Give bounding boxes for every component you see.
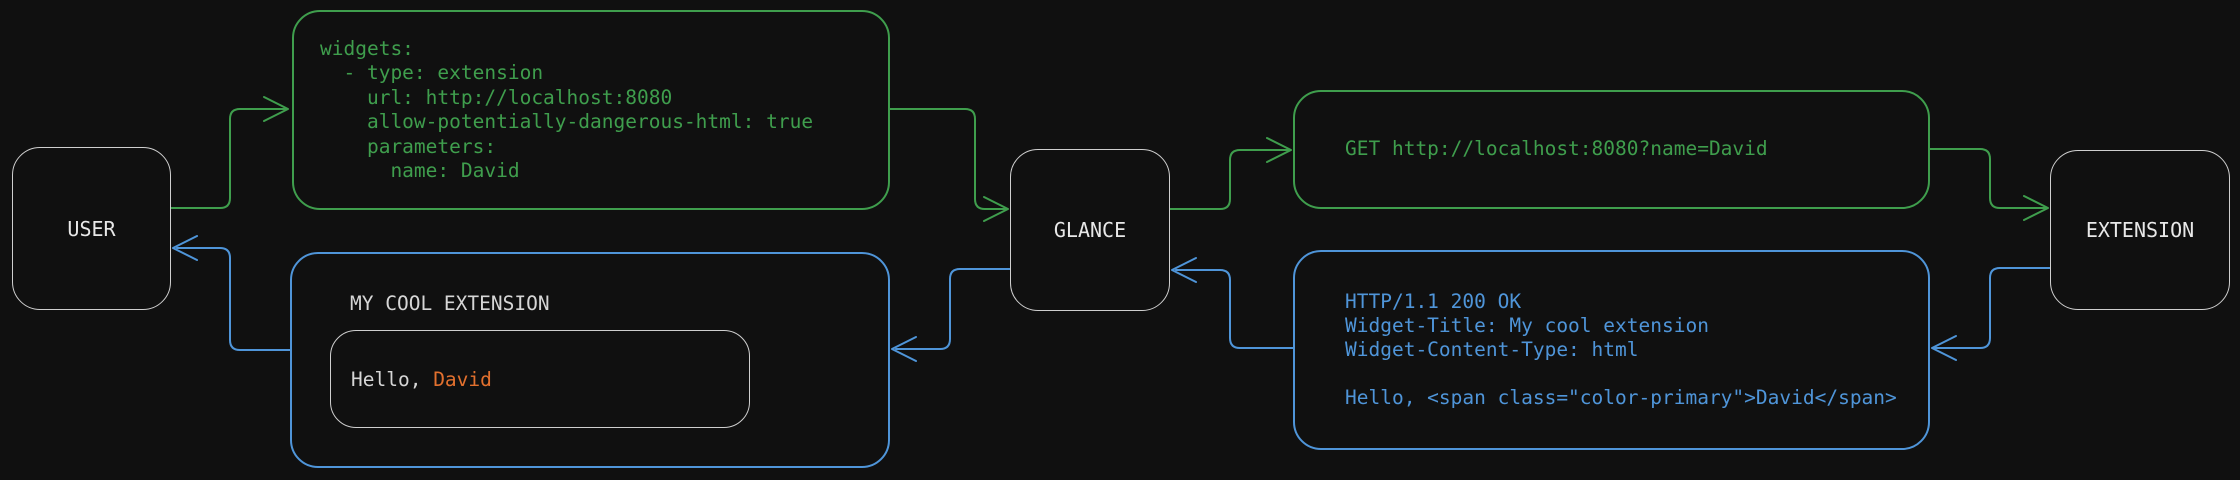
- user-to-config-connector: [170, 108, 287, 209]
- extension-to-response-arrowhead-icon: [1931, 335, 1957, 361]
- glance-to-widget-connector: [895, 268, 1011, 350]
- yaml-config-box: widgets: - type: extension url: http://l…: [292, 10, 890, 210]
- extension-to-response-connector: [1933, 267, 2051, 349]
- glance-node: GLANCE: [1010, 149, 1170, 311]
- request-to-extension-arrowhead-icon: [2023, 195, 2049, 221]
- http-response-line: Widget-Content-Type: html: [1345, 338, 1639, 361]
- http-response-line: Widget-Title: My cool extension: [1345, 314, 1709, 337]
- response-to-glance-connector: [1175, 269, 1294, 349]
- http-response-line: HTTP/1.1 200 OK: [1345, 290, 1522, 313]
- user-node: USER: [12, 147, 171, 310]
- http-response-line: [1345, 362, 1928, 386]
- response-to-glance-arrowhead-icon: [1171, 257, 1197, 283]
- http-request-box: GET http://localhost:8080?name=David: [1293, 90, 1930, 209]
- extension-node: EXTENSION: [2050, 150, 2230, 310]
- http-response-box: HTTP/1.1 200 OK Widget-Title: My cool ex…: [1293, 250, 1930, 450]
- config-to-glance-arrowhead-icon: [983, 196, 1009, 222]
- widget-render-frame: Hello, David: [330, 330, 750, 428]
- glance-to-request-arrowhead-icon: [1266, 137, 1292, 163]
- greeting-prefix: Hello,: [351, 367, 434, 391]
- glance-to-widget-arrowhead-icon: [891, 336, 917, 362]
- widget-title: MY COOL EXTENSION: [350, 292, 550, 315]
- yaml-config-line: name: David: [320, 159, 520, 182]
- widget-to-user-arrowhead-icon: [172, 235, 198, 261]
- glance-node-label: GLANCE: [1053, 218, 1127, 242]
- user-to-config-arrowhead-icon: [263, 96, 289, 122]
- config-to-glance-connector: [889, 108, 1007, 210]
- yaml-config-line: allow-potentially-dangerous-html: true: [320, 110, 814, 133]
- extension-node-label: EXTENSION: [2085, 218, 2195, 242]
- yaml-config-line: url: http://localhost:8080: [320, 85, 673, 109]
- http-response-line: Hello, <span class="color-primary">David…: [1345, 386, 1897, 409]
- yaml-config-line: - type: extension: [320, 61, 544, 84]
- rendered-widget-box: MY COOL EXTENSION Hello, David: [290, 252, 890, 468]
- yaml-config-line: widgets:: [320, 36, 414, 60]
- glance-to-request-connector: [1169, 149, 1290, 210]
- yaml-config-line: parameters:: [320, 134, 497, 158]
- widget-to-user-connector: [176, 247, 291, 351]
- request-to-extension-connector: [1929, 148, 2047, 209]
- greeting-name: David: [433, 367, 492, 391]
- user-node-label: USER: [67, 216, 116, 241]
- http-request-line: GET http://localhost:8080?name=David: [1345, 137, 1768, 161]
